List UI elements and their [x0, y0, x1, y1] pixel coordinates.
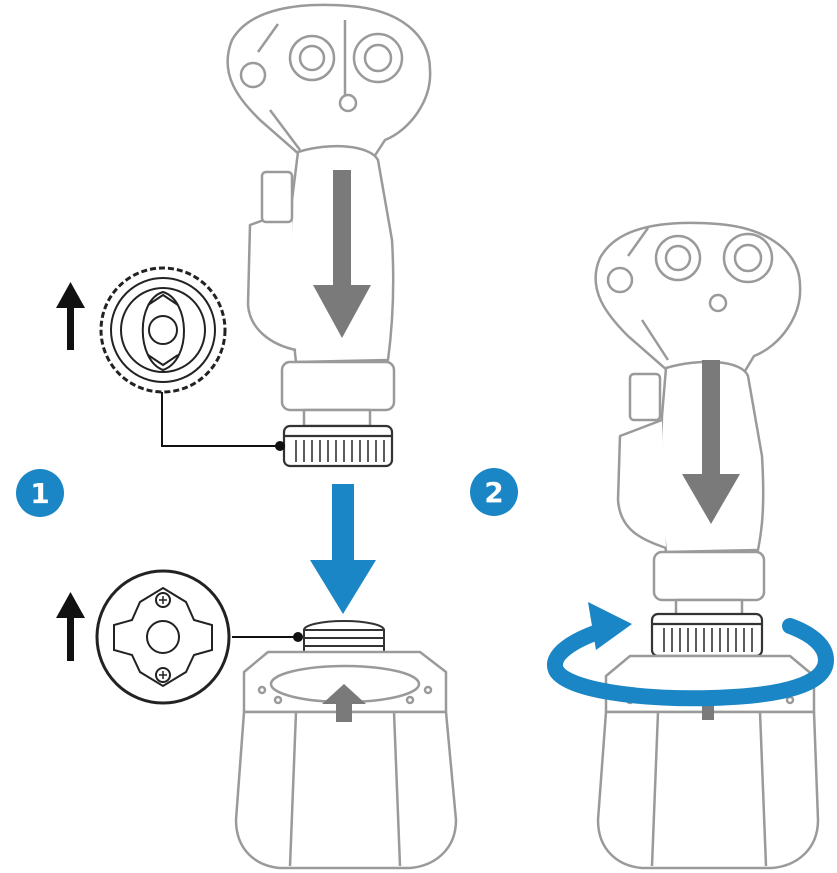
base-plate-detail-icon — [95, 569, 231, 705]
step2-stick — [594, 221, 802, 618]
collar-detail-up-arrow — [56, 282, 85, 350]
base-plate-detail-callout — [232, 632, 303, 642]
step-1-badge: 1 — [16, 469, 64, 517]
step2-base-post — [702, 704, 714, 720]
base-plate-detail-up-arrow — [56, 592, 85, 661]
step2-knurled-collar — [650, 612, 764, 658]
step-1-label: 1 — [30, 477, 49, 510]
step1-insert-arrow — [313, 170, 371, 338]
collar-detail-icon — [99, 266, 227, 394]
step2-insert-arrow — [682, 360, 740, 524]
step-2-badge: 2 — [470, 468, 518, 516]
step1-base — [234, 650, 458, 870]
collar-detail-callout — [161, 390, 285, 451]
step-2-label: 2 — [484, 476, 503, 509]
rotation-arrow-icon — [547, 602, 835, 707]
step1-stick — [226, 3, 432, 428]
step1-base-up-arrow — [322, 684, 366, 722]
step1-connect-arrow — [310, 484, 376, 614]
step1-knurled-collar — [282, 424, 394, 468]
